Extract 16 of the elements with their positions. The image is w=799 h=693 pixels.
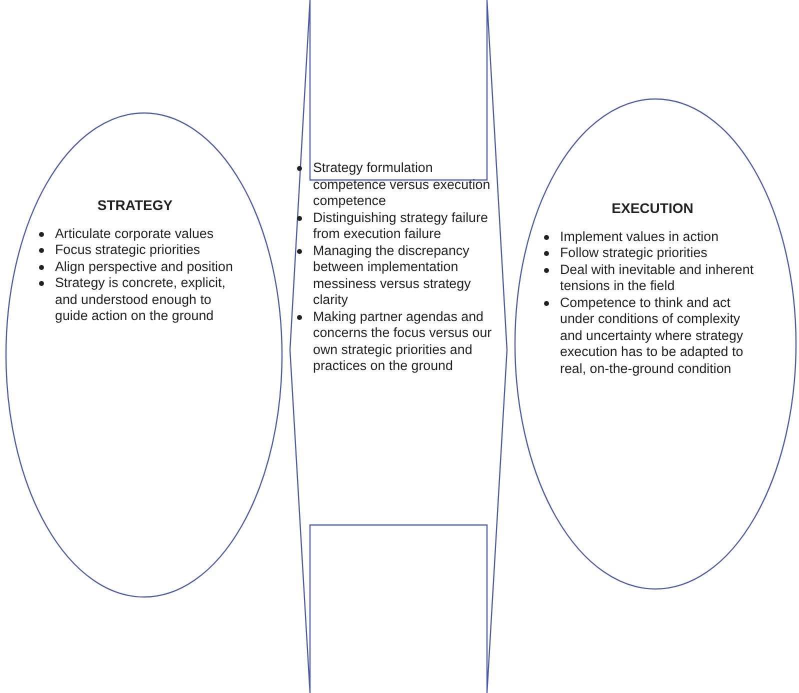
bullet-text: Articulate corporate values [55,226,215,242]
bullet-text: Strategy is concrete, explicit, and understood enough to guide action on the ground [55,275,226,324]
bullet-text: Align perspective and position [55,258,234,275]
bullet-text: Focus strategic priorities [55,242,202,258]
bullet-text: Competence to think and act under conditions of complexity and uncertainty where strategy execution has to be adapted to real, on-the-ground condition [560,294,744,377]
panel-heading: STRATEGY [96,197,174,214]
bullet-text: Strategy formulation competence versus execution competence [313,160,492,210]
bullet-text: Distinguishing strategy failure from execution failure [313,210,489,242]
oval-panel [514,98,797,590]
bullet-text: Deal with inevitable and inherent tensions in the field [560,262,755,294]
bullet-text: Making partner agendas and concerns the focus versus our own strategic priorities and practices on the ground [313,308,493,374]
bullet-text: Follow strategic priorities [560,245,708,262]
bullet-text: Implement values in action [560,228,720,245]
oval-panel [5,112,283,598]
bullet-text: Managing the discrepancy between implementation messiness versus strategy clarity [313,242,472,308]
panel-heading: EXECUTION [610,200,694,216]
